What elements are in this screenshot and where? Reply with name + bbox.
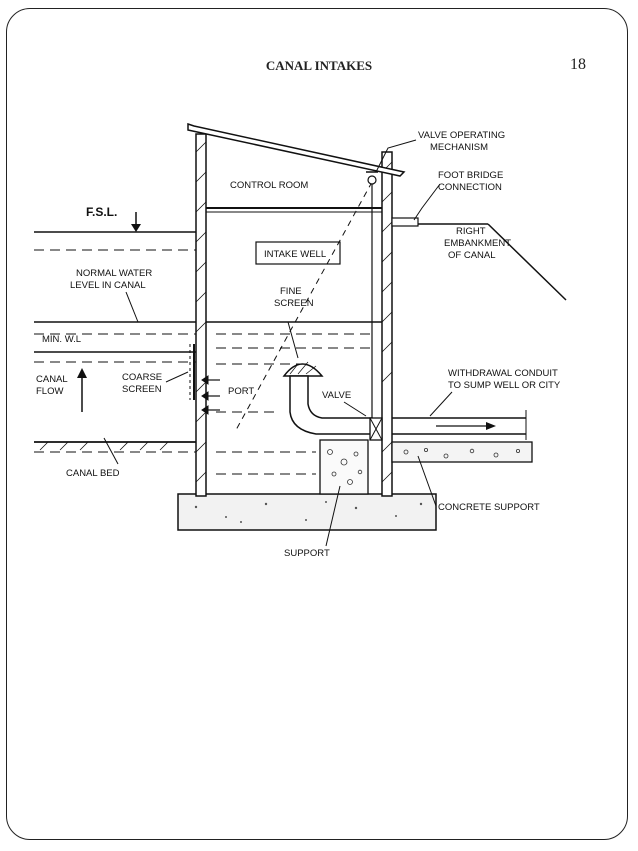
label-coarse-screen-2: SCREEN: [122, 384, 162, 395]
label-right-emb-1: RIGHT: [456, 226, 486, 237]
canal-flow-arrow: [77, 368, 87, 412]
label-port: PORT: [228, 386, 254, 397]
right-embankment: [391, 217, 567, 301]
fine-screen: [282, 363, 324, 377]
valve-rod: [235, 181, 373, 431]
figure-background: [26, 112, 584, 568]
label-normal-water-2: LEVEL IN CANAL: [70, 280, 146, 291]
slide-frame: [6, 8, 628, 840]
intake-well-walls: [195, 133, 393, 497]
label-intake-well: INTAKE WELL: [264, 249, 326, 260]
withdrawal-conduit: [392, 410, 527, 440]
leader-lines: [103, 139, 453, 547]
slide-title: CANAL INTAKES: [265, 58, 373, 73]
fine-screen-mesh: [289, 361, 317, 375]
foundation-slab: [177, 493, 437, 531]
label-valve-operating-2: MECHANISM: [430, 142, 488, 153]
label-right-emb-2: EMBANKMENT: [444, 238, 511, 249]
control-room-roof: [187, 122, 406, 177]
page-number: 18: [570, 56, 586, 73]
label-fsl: F.S.L.: [86, 205, 117, 219]
label-valve-operating-1: VALVE OPERATING: [418, 130, 505, 141]
coarse-screen: [189, 344, 195, 400]
label-foot-bridge-2: CONNECTION: [438, 182, 502, 193]
intake-well-box: [255, 241, 341, 265]
concrete-support: [391, 441, 533, 463]
pipe-support: [319, 439, 369, 495]
label-coarse-screen-1: COARSE: [122, 372, 162, 383]
valve: [369, 417, 383, 441]
label-fine-screen-1: FINE: [280, 286, 302, 297]
canal-intake-diagram: VALVE OPERATING MECHANISM FOOT BRIDGE CO…: [26, 112, 584, 568]
label-concrete-support: CONCRETE SUPPORT: [438, 502, 540, 513]
label-foot-bridge-1: FOOT BRIDGE: [438, 170, 503, 181]
label-control-room: CONTROL ROOM: [230, 180, 308, 191]
label-withdrawal-1: WITHDRAWAL CONDUIT: [448, 368, 558, 379]
fsl-arrow: [131, 212, 141, 232]
label-canal-flow-1: CANAL: [36, 374, 68, 385]
label-min-wl: MIN. W.L: [42, 334, 81, 345]
canal-bed: [34, 441, 196, 451]
label-withdrawal-2: TO SUMP WELL OR CITY: [448, 380, 561, 391]
port-arrows: [201, 375, 220, 415]
label-canal-bed: CANAL BED: [66, 468, 120, 479]
label-valve: VALVE: [322, 390, 351, 401]
label-fine-screen-2: SCREEN: [274, 298, 314, 309]
label-right-emb-3: OF CANAL: [448, 250, 496, 261]
label-support: SUPPORT: [284, 548, 330, 559]
label-normal-water-1: NORMAL WATER: [76, 268, 152, 279]
label-canal-flow-2: FLOW: [36, 386, 63, 397]
well-water: [206, 321, 382, 475]
